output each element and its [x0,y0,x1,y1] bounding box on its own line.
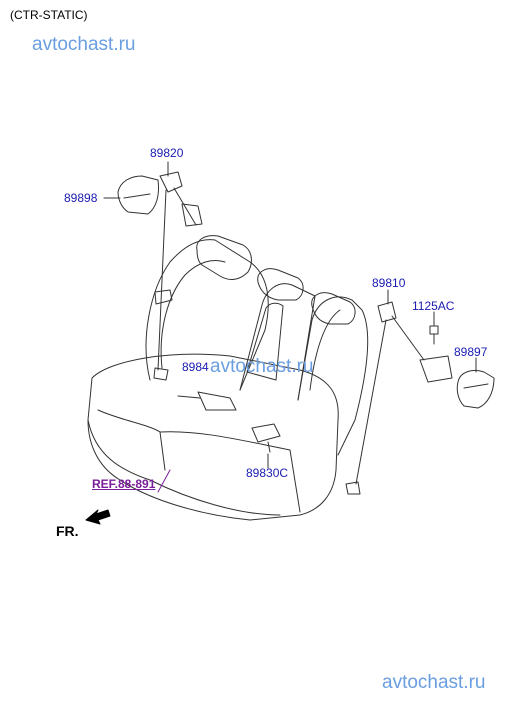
buckle-89830c [251,423,281,443]
cushion-seam-right [159,431,301,513]
part-label-89820[interactable]: 89820 [150,146,184,160]
cover-89898 [117,175,159,215]
retractor-left [181,203,203,227]
watermark-middle: avtochast.ru [210,356,314,377]
watermark-top: avtochast.ru [32,34,136,55]
part-label-89830c[interactable]: 89830C [246,466,289,480]
front-direction-label: FR. [56,523,79,539]
anchor-left [153,367,169,381]
part-label-89840[interactable]: 8984 [182,360,209,374]
seatback-right-inner [309,309,341,391]
belt-guide-89820 [159,171,183,193]
buckle-89840 [197,391,237,411]
headrest-centre [257,268,304,301]
watermark-bottom: avtochast.ru [382,672,486,693]
direction-arrow [85,509,111,525]
part-label-89810[interactable]: 89810 [372,276,406,290]
seatback-centre [239,283,316,401]
bolt-1125ac [429,325,439,345]
seatback-left [145,239,269,391]
reference-link[interactable]: REF.88-891 [92,477,156,491]
variant-header: (CTR-STATIC) [10,8,88,22]
belt-webbing-left [157,187,197,371]
seat-cushion [87,353,339,521]
belt-loop-left [154,289,173,305]
part-label-89898[interactable]: 89898 [64,191,98,205]
cushion-seam-left [97,409,166,471]
cover-89897 [456,369,495,409]
anchor-right [345,481,361,495]
belt-guide-89810 [377,301,397,323]
leader-ref [157,469,171,493]
part-label-1125ac[interactable]: 1125AC [412,299,455,313]
belt-webbing-right [355,315,425,485]
seatback-left-inner [160,260,226,369]
cushion-front [87,419,281,516]
retractor-right [419,355,453,383]
headrest-left [196,235,252,280]
centre-panel [246,302,284,381]
part-label-89897[interactable]: 89897 [454,345,488,359]
seatback-right [297,296,369,456]
headrest-right [311,292,356,325]
